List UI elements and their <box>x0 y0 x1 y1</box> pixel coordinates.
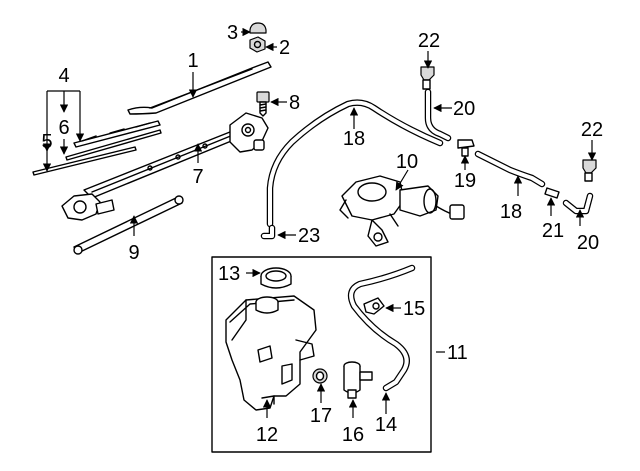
short-hose-right[interactable] <box>562 192 594 215</box>
callout-1: 1 <box>187 50 198 72</box>
hose-elbow[interactable] <box>260 224 276 240</box>
arm-nut[interactable] <box>249 36 266 53</box>
callout-11: 11 <box>447 342 468 364</box>
callout-15: 15 <box>403 298 425 320</box>
callout-14: 14 <box>375 414 397 436</box>
leader-lines <box>42 27 597 418</box>
callout-20a: 20 <box>453 98 475 120</box>
wiper-linkage[interactable] <box>61 112 269 221</box>
callout-3: 3 <box>227 22 238 44</box>
washer-nozzle[interactable] <box>420 66 435 90</box>
callout-16: 16 <box>342 424 364 446</box>
callout-labels: 1 2 3 4 5 6 7 8 9 10 11 12 13 14 15 16 1… <box>41 22 603 446</box>
callout-23: 23 <box>298 225 320 247</box>
callout-22a: 22 <box>418 30 440 52</box>
washer-hose-long[interactable] <box>266 99 444 228</box>
hose-clip[interactable] <box>363 297 385 315</box>
washer-tank[interactable] <box>225 295 317 411</box>
callout-10: 10 <box>396 151 418 173</box>
linkage-bolt[interactable] <box>256 91 270 117</box>
callout-13: 13 <box>218 263 240 285</box>
callout-20b: 20 <box>577 232 599 254</box>
callout-21: 21 <box>542 220 564 242</box>
washer-hose-right[interactable] <box>474 150 546 188</box>
washer-hose[interactable] <box>347 264 416 392</box>
callout-22b: 22 <box>581 119 603 141</box>
callout-9: 9 <box>128 242 139 264</box>
wiper-motor[interactable] <box>339 175 465 247</box>
callout-18a: 18 <box>343 128 365 150</box>
callout-8: 8 <box>289 92 300 114</box>
reservoir-cap[interactable] <box>260 267 292 289</box>
washer-nozzle-right[interactable] <box>582 159 597 182</box>
callout-5: 5 <box>41 131 52 153</box>
short-hose[interactable] <box>424 88 452 142</box>
wiper-blades[interactable] <box>32 120 162 176</box>
connecting-rod[interactable] <box>73 195 184 255</box>
washer-pump[interactable] <box>343 361 373 399</box>
callout-18b: 18 <box>500 201 522 223</box>
check-valve[interactable] <box>544 187 560 199</box>
washer-reservoir-group <box>211 256 432 453</box>
callout-17: 17 <box>310 405 332 427</box>
callout-2: 2 <box>279 37 290 59</box>
callout-6: 6 <box>58 117 69 139</box>
pump-grommet[interactable] <box>312 368 328 384</box>
hose-joint[interactable] <box>457 139 475 157</box>
callout-4: 4 <box>58 65 69 87</box>
callout-7: 7 <box>192 166 203 188</box>
wiper-arm[interactable] <box>127 61 272 115</box>
nut-cap[interactable] <box>249 22 267 34</box>
callout-12: 12 <box>256 424 278 446</box>
callout-19: 19 <box>454 170 476 192</box>
